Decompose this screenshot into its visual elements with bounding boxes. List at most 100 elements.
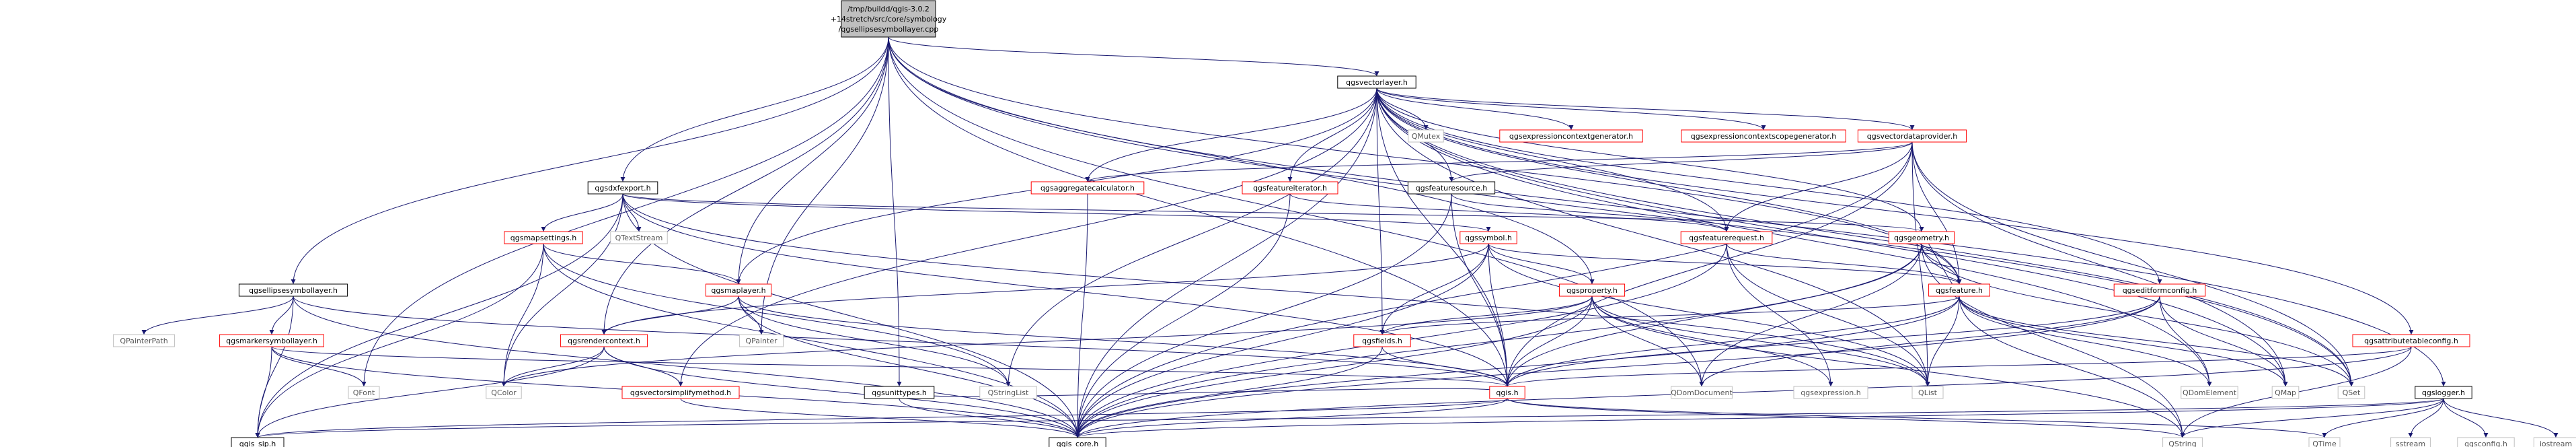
edge-qgsvectordataprovider-to-qgsfeaturerequest	[1724, 141, 1913, 232]
edge-qgsvectorlayer-to-QSet	[1376, 88, 2354, 387]
edge-qgsvectordataprovider-to-QMap	[1911, 141, 2288, 387]
edge-qgis-to-QString	[1507, 398, 2185, 438]
node-label: qgsmaplayer.h	[711, 286, 765, 295]
edge-qgsvectorlayer-to-qgseditformconfig	[1376, 88, 2162, 285]
node-label: qgsexpression.h	[1801, 388, 1861, 397]
node-QDomDocument[interactable]: QDomDocument	[1671, 386, 1733, 399]
node-label: qgsgeometry.h	[1894, 234, 1949, 242]
node-qgsfeaturesource[interactable]: qgsfeaturesource.h	[1407, 181, 1496, 195]
node-qgssymbol[interactable]: qgssymbol.h	[1460, 231, 1517, 244]
node-box	[1857, 129, 1967, 143]
node-QPainter[interactable]: QPainter	[738, 334, 784, 347]
node-QColor[interactable]: QColor	[486, 386, 522, 399]
node-QSet[interactable]: QSet	[2337, 386, 2365, 399]
edge-qgsdxfexport-to-qgsmapsettings	[541, 193, 623, 232]
node-qgis-sip[interactable]: qgis_sip.h	[231, 437, 285, 447]
node-qgsfeature[interactable]: qgsfeature.h	[1928, 283, 1990, 297]
edge-qgsvectorlayer-to-qgsattributetableconfig	[1376, 88, 2414, 335]
node-box	[2415, 386, 2472, 399]
node-qgsvectorlayer[interactable]: qgsvectorlayer.h	[1337, 75, 1416, 89]
node-QDomElement[interactable]: QDomElement	[2181, 386, 2238, 399]
edge-qgsproperty-to-QList	[1591, 296, 1930, 387]
edge-qgsvectorlayer-to-qgsgeometry	[1376, 88, 1924, 232]
node-QTextStream[interactable]: QTextStream	[610, 231, 668, 244]
node-qgsconfig[interactable]: qgsconfig.h	[2457, 437, 2515, 447]
edge-qgsfeatureiterator-to-qgis-core	[1075, 193, 1291, 438]
node-qgis[interactable]: qgis.h	[1489, 386, 1525, 399]
node-label: iostream	[2540, 440, 2572, 447]
node-label: qgsfeature.h	[1936, 286, 1983, 295]
edge-qgssymbol-to-qgis	[1488, 243, 1510, 387]
node-QStringList[interactable]: QStringList	[979, 386, 1037, 399]
node-qgsvectorsimplifymethod[interactable]: qgsvectorsimplifymethod.h	[621, 386, 740, 399]
node-label: qgsvectorsimplifymethod.h	[630, 388, 731, 397]
node-box	[1499, 129, 1643, 143]
node-QList[interactable]: QList	[1911, 386, 1944, 399]
edge-qgsmarkersymbollayer-to-qgis	[271, 346, 1510, 387]
node-qgsexpressioncontextgenerator[interactable]: qgsexpressioncontextgenerator.h	[1499, 129, 1643, 143]
node-QMap[interactable]: QMap	[2271, 386, 2300, 399]
node-box	[219, 334, 324, 347]
node-qgsdxfexport[interactable]: qgsdxfexport.h	[587, 181, 658, 195]
edge-qgsdxfexport-to-qgis-core	[622, 193, 1080, 438]
node-QMutex[interactable]: QMutex	[1408, 129, 1444, 143]
node-label: qgseditformconfig.h	[2123, 286, 2197, 295]
edge-qgis-to-qgis-core	[1075, 398, 1508, 438]
node-qgsellipsesymbollayer[interactable]: qgsellipsesymbollayer.h	[238, 283, 348, 297]
edge-qgsfeature-to-QList	[1925, 296, 1960, 387]
node-qgsmarkersymbollayer[interactable]: qgsmarkersymbollayer.h	[219, 334, 324, 347]
edge-qgsvectordataprovider-to-QSet	[1911, 141, 2354, 387]
node-box	[1911, 386, 1944, 399]
edge-qgsellipsesymbollayer-to-qgis	[293, 296, 1510, 387]
node-qgseditformconfig[interactable]: qgseditformconfig.h	[2113, 283, 2206, 297]
node-qgsfeatureiterator[interactable]: qgsfeatureiterator.h	[1242, 181, 1338, 195]
node-QFont[interactable]: QFont	[348, 386, 380, 399]
edge-qgsgeometry-to-QDomDocument	[1699, 243, 1922, 387]
node-qgsfields[interactable]: qgsfields.h	[1353, 334, 1411, 347]
edge-qgsvectordataprovider-to-QList	[1911, 141, 1930, 387]
node-sstream[interactable]: sstream	[2390, 437, 2431, 447]
node-qgsexpression[interactable]: qgsexpression.h	[1793, 386, 1868, 399]
node-label: QTime	[2312, 440, 2337, 447]
edge-root-to-QSet	[888, 36, 2354, 387]
node-QString[interactable]: QString	[2162, 437, 2203, 447]
edge-root-to-QPainter	[759, 36, 889, 335]
edge-qgsvectorlayer-to-qgsexpressioncontextscopegenerator	[1376, 88, 1766, 131]
node-box	[621, 386, 740, 399]
node-qgsgeometry[interactable]: qgsgeometry.h	[1888, 231, 1955, 244]
node-label: qgsproperty.h	[1566, 286, 1618, 295]
node-qgsfeaturerequest[interactable]: qgsfeaturerequest.h	[1680, 231, 1773, 244]
node-label: QDomDocument	[1671, 388, 1733, 397]
node-qgslogger[interactable]: qgslogger.h	[2415, 386, 2472, 399]
node-qgsunittypes[interactable]: qgsunittypes.h	[864, 386, 935, 399]
edge-qgsfeature-to-QDomElement	[1959, 296, 2212, 387]
edge-qgsproperty-to-QDomDocument	[1591, 296, 1704, 387]
edge-qgsfeature-to-qgsgeometry	[1919, 232, 1960, 292]
node-qgsaggregatecalculator[interactable]: qgsaggregatecalculator.h	[1030, 181, 1145, 195]
node-label: qgsexpressioncontextscopegenerator.h	[1691, 132, 1837, 141]
edge-qgsfeaturesource-to-qgis	[1451, 193, 1510, 387]
edge-qgsvectorlayer-to-qgsfeaturerequest	[1376, 88, 1729, 232]
edge-qgsvectorlayer-to-QList	[1376, 88, 1930, 387]
node-qgsmaplayer[interactable]: qgsmaplayer.h	[705, 283, 772, 297]
edge-qgsgeometry-to-QString	[1921, 243, 2185, 438]
node-qgsrendercontext[interactable]: qgsrendercontext.h	[560, 334, 648, 347]
node-qgsproperty[interactable]: qgsproperty.h	[1558, 283, 1626, 297]
node-qgis-core[interactable]: qgis_core.h	[1049, 437, 1106, 447]
node-box	[231, 437, 285, 447]
node-label: +14stretch/src/core/symbology	[831, 15, 947, 24]
node-iostream[interactable]: iostream	[2533, 437, 2576, 447]
node-label: QTextStream	[615, 234, 663, 242]
node-qgsexpressioncontextscopegenerator[interactable]: qgsexpressioncontextscopegenerator.h	[1681, 129, 1846, 143]
node-label: qgsfeatureiterator.h	[1253, 184, 1327, 193]
node-box	[1030, 181, 1145, 195]
node-QTime[interactable]: QTime	[2308, 437, 2341, 447]
edge-qgsellipsesymbollayer-to-QPainterPath	[141, 296, 294, 335]
node-qgsvectordataprovider[interactable]: qgsvectordataprovider.h	[1857, 129, 1967, 143]
node-qgsmapsettings[interactable]: qgsmapsettings.h	[504, 231, 583, 244]
edge-qgsellipsesymbollayer-to-qgis-core	[293, 296, 1080, 438]
edge-qgsvectorlayer-to-qgsexpressioncontextgenerator	[1376, 88, 1574, 131]
node-qgsattributetableconfig[interactable]: qgsattributetableconfig.h	[2352, 334, 2470, 347]
node-box	[1793, 386, 1868, 399]
node-QPainterPath[interactable]: QPainterPath	[113, 334, 175, 347]
